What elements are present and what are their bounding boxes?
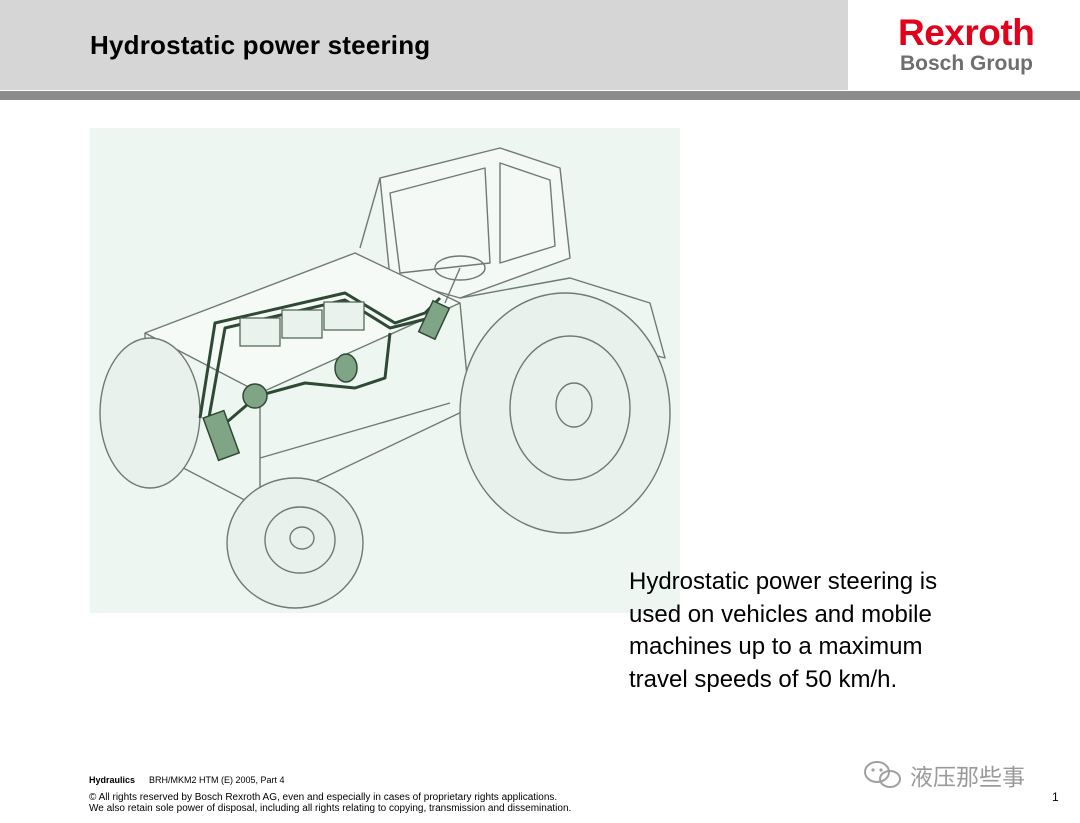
copyright-line: We also retain sole power of disposal, i…: [89, 803, 572, 814]
tractor-steering-illustration: [90, 128, 680, 613]
header-band: [0, 0, 848, 90]
caption-line: used on vehicles and mobile: [629, 600, 932, 628]
caption-line: machines up to a maximum: [629, 633, 923, 660]
slide-title: Hydrostatic power steering: [90, 30, 431, 60]
logo-rexroth: Rexroth: [898, 12, 1035, 53]
wechat-icon: [864, 761, 901, 788]
header-divider: [0, 91, 1080, 100]
footer-label: Hydraulics: [89, 775, 136, 785]
page-number: 1: [1052, 790, 1059, 804]
footer-copyright: © All rights reserved by Bosch Rexroth A…: [89, 792, 789, 814]
caption-line: Hydrostatic power steering is: [629, 568, 938, 595]
footer-reference: Hydraulics BRH/MKM2 HTM (E) 2005, Part 4: [89, 775, 285, 785]
watermark-text: 液压那些事: [910, 764, 1025, 790]
logo-box: [848, 0, 1080, 90]
copyright-line: © All rights reserved by Bosch Rexroth A…: [89, 792, 558, 803]
caption-line: travel speeds of 50 km/h.: [629, 665, 898, 693]
footer-ref: BRH/MKM2 HTM (E) 2005, Part 4: [149, 775, 285, 785]
tractor-steering-diagram-icon: [99, 147, 671, 609]
watermark: 液压那些事: [862, 758, 1025, 792]
logo-bosch-group: Bosch Group: [900, 52, 1034, 75]
caption-text: Hydrostatic power steering is used on ve…: [629, 566, 1009, 696]
